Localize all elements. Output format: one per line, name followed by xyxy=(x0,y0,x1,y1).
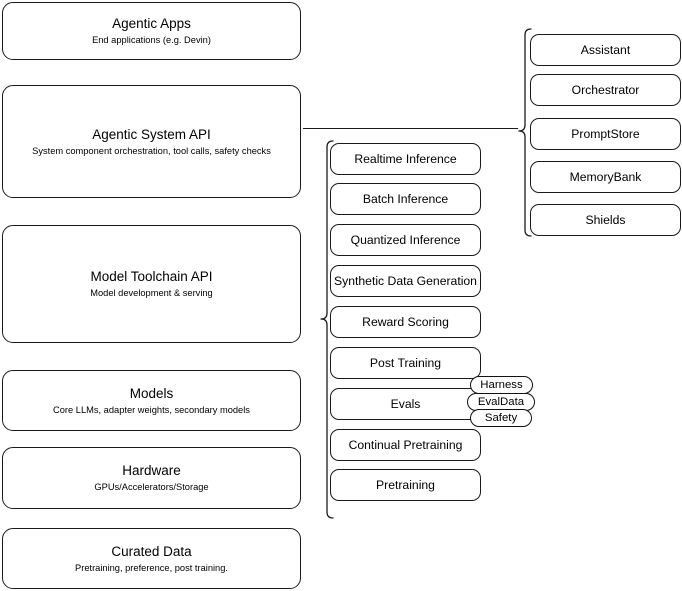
toolchain-item-evals[interactable]: Evals xyxy=(330,388,481,420)
system-item-memorybank[interactable]: MemoryBank xyxy=(530,161,681,193)
chip-label: PromptStore xyxy=(571,127,640,141)
layer-title: Hardware xyxy=(122,463,181,478)
toolchain-item-synthetic-data-generation[interactable]: Synthetic Data Generation xyxy=(330,265,481,297)
chip-label: Pretraining xyxy=(376,478,435,492)
chip-label: Reward Scoring xyxy=(362,315,449,329)
layer-title: Agentic System API xyxy=(92,126,211,142)
system-item-assistant[interactable]: Assistant xyxy=(530,34,681,66)
brace-toolchain xyxy=(318,140,334,519)
chip-label: Quantized Inference xyxy=(350,233,461,247)
chip-label: Orchestrator xyxy=(571,83,640,97)
layer-title: Model Toolchain API xyxy=(90,269,213,284)
layer-subtitle: Core LLMs, adapter weights, secondary mo… xyxy=(53,404,250,415)
chip-label: Assistant xyxy=(580,43,631,57)
chip-label: MemoryBank xyxy=(569,170,642,184)
toolchain-item-continual-pretraining[interactable]: Continual Pretraining xyxy=(330,429,481,461)
layer-subtitle: Model development & serving xyxy=(90,288,213,298)
brace-system-components xyxy=(516,28,532,237)
toolchain-item-reward-scoring[interactable]: Reward Scoring xyxy=(330,306,481,338)
system-item-orchestrator[interactable]: Orchestrator xyxy=(530,74,681,106)
layer-subtitle: End applications (e.g. Devin) xyxy=(92,35,211,45)
pill-label: EvalData xyxy=(477,396,525,408)
layer-subtitle: Pretraining, preference, post training. xyxy=(75,562,228,573)
system-item-shields[interactable]: Shields xyxy=(530,204,681,236)
layer-subtitle: System component orchestration, tool cal… xyxy=(32,145,271,156)
toolchain-item-batch-inference[interactable]: Batch Inference xyxy=(330,183,481,215)
layer-box-model-toolchain-api[interactable]: Model Toolchain API Model development & … xyxy=(2,225,301,343)
eval-pill-harness[interactable]: Harness xyxy=(470,376,533,394)
layer-box-curated-data[interactable]: Curated Data Pretraining, preference, po… xyxy=(2,528,301,589)
layer-box-agentic-system-api[interactable]: Agentic System API System component orch… xyxy=(2,85,301,198)
toolchain-item-pretraining[interactable]: Pretraining xyxy=(330,469,481,501)
chip-label: Realtime Inference xyxy=(354,152,457,166)
layer-box-hardware[interactable]: Hardware GPUs/Accelerators/Storage xyxy=(2,447,301,509)
eval-pill-safety[interactable]: Safety xyxy=(470,409,532,427)
layer-subtitle: GPUs/Accelerators/Storage xyxy=(94,482,209,492)
chip-label: Shields xyxy=(585,213,626,227)
layer-title: Curated Data xyxy=(111,543,192,559)
layer-title: Agentic Apps xyxy=(112,16,191,31)
pill-label: Safety xyxy=(484,412,518,424)
toolchain-item-quantized-inference[interactable]: Quantized Inference xyxy=(330,224,481,256)
system-item-promptstore[interactable]: PromptStore xyxy=(530,118,681,150)
toolchain-item-realtime-inference[interactable]: Realtime Inference xyxy=(330,143,481,175)
layer-box-models[interactable]: Models Core LLMs, adapter weights, secon… xyxy=(2,370,301,431)
chip-label: Post Training xyxy=(369,356,442,370)
chip-label: Batch Inference xyxy=(362,192,449,206)
layer-title: Models xyxy=(129,385,174,401)
chip-label: Evals xyxy=(390,397,421,411)
connector-line-system-api xyxy=(303,128,518,130)
layer-box-agentic-apps[interactable]: Agentic Apps End applications (e.g. Devi… xyxy=(2,2,301,60)
chip-label: Synthetic Data Generation xyxy=(334,274,477,288)
toolchain-item-post-training[interactable]: Post Training xyxy=(330,347,481,379)
chip-label: Continual Pretraining xyxy=(348,438,463,452)
pill-label: Harness xyxy=(480,379,523,391)
